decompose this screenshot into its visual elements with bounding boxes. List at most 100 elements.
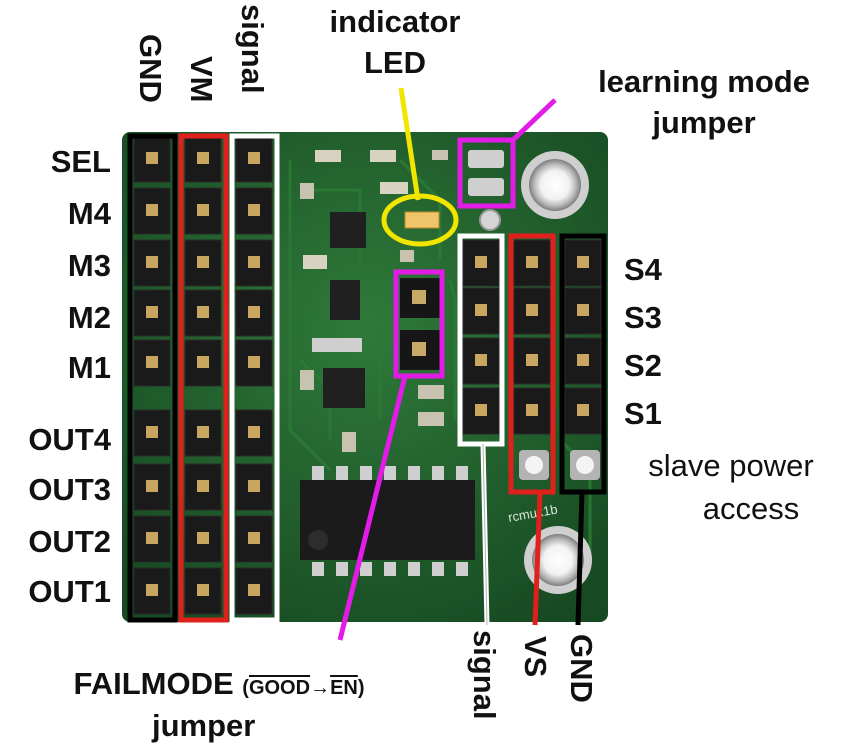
ic-leg-top-4 <box>408 466 420 480</box>
signal-leader <box>480 443 490 626</box>
ic-leg-top-2 <box>360 466 372 480</box>
label-indicator-led: indicator LED <box>300 6 490 78</box>
header-pin-left-1-4 <box>197 356 209 368</box>
header-pin-left-2-0 <box>248 152 260 164</box>
header-pin-left-1-1 <box>197 204 209 216</box>
label-slave-power-access: slave power access <box>616 450 846 524</box>
header-pin-left-2-4-housing <box>235 339 273 387</box>
label-failmode: FAILMODE (GOOD→EN) <box>4 668 434 699</box>
header-pin-left-1-2 <box>197 256 209 268</box>
learning-mode-pads <box>468 150 504 196</box>
header-pin-left-2-2-housing <box>235 239 273 287</box>
ic-leg-bottom-6 <box>456 562 468 576</box>
ic-leg-bottom-0 <box>312 562 324 576</box>
ic-leg-bottom-4 <box>408 562 420 576</box>
label-en: EN <box>330 677 358 699</box>
gnd-leader <box>575 491 585 626</box>
header-pin-left-2-3 <box>248 306 260 318</box>
ic-leg-bottom-3 <box>384 562 396 576</box>
header-pin-left-1-6 <box>197 480 209 492</box>
arrow: → <box>310 677 331 699</box>
label-failmode-formula: (GOOD→EN) <box>242 677 364 699</box>
ic-leg-bottom-5 <box>432 562 444 576</box>
header-pin-left-0-0 <box>146 152 158 164</box>
failmode-jumper-pins <box>400 278 440 370</box>
slave-power-pads <box>519 450 600 480</box>
indicator-led-chip <box>404 211 440 229</box>
header-pin-right-1-1 <box>526 304 538 316</box>
mounting-hole-top <box>521 151 589 219</box>
header-pin-right-0-3 <box>475 404 487 416</box>
paren-open: ( <box>242 677 249 699</box>
label-vm-top: VM <box>184 56 219 103</box>
header-pin-left-2-8 <box>248 584 260 596</box>
header-pin-right-1-1-housing <box>513 287 551 335</box>
label-learning-line2: jumper <box>652 105 756 140</box>
header-pin-right-2-2 <box>577 354 589 366</box>
ic-leg-bottom-1 <box>336 562 348 576</box>
led-leader <box>398 87 421 201</box>
header-pin-left-1-3 <box>197 306 209 318</box>
label-failmode-jumper: jumper <box>152 708 256 743</box>
label-learning-mode-jumper: learning mode jumper <box>558 66 850 138</box>
header-pin-left-0-6 <box>146 480 158 492</box>
label-signal-top: signal <box>235 4 270 94</box>
ic-leg-top-5 <box>432 466 444 480</box>
header-pin-left-0-8 <box>146 584 158 596</box>
label-indicator-line2: LED <box>364 45 426 80</box>
label-pin-s3: S3 <box>624 300 662 335</box>
learning-mode-box <box>457 137 516 209</box>
failmode-leader <box>337 375 408 641</box>
vm-box-left <box>178 133 229 623</box>
label-signal-bottom: signal <box>467 630 502 720</box>
header-pin-right-0-2 <box>475 354 487 366</box>
header-pin-right-2-3 <box>577 404 589 416</box>
label-pin-s2: S2 <box>624 348 662 383</box>
signal-box-left <box>229 133 280 623</box>
label-pin-m3: M3 <box>67 248 111 283</box>
header-pin-left-0-2-housing <box>133 239 171 287</box>
header-pin-left-2-2 <box>248 256 260 268</box>
learning-mode-leader <box>511 98 557 142</box>
label-slave-line1: slave power <box>648 448 814 483</box>
header-pin-left-1-8 <box>197 584 209 596</box>
header-pin-right-1-3 <box>526 404 538 416</box>
paren-close: ) <box>357 677 365 699</box>
label-indicator-line1: indicator <box>329 4 461 39</box>
via <box>479 209 501 231</box>
header-pin-left-0-3 <box>146 306 158 318</box>
header-pin-left-2-1 <box>248 204 260 216</box>
gnd-box-right <box>559 233 607 495</box>
label-pin-m1: M1 <box>67 350 111 385</box>
label-pin-m4: M4 <box>67 196 111 231</box>
header-pin-right-0-0 <box>475 256 487 268</box>
ic-leg-top-3 <box>384 466 396 480</box>
header-pin-right-1-2 <box>526 354 538 366</box>
header-pin-right-2-0 <box>577 256 589 268</box>
label-pin-out2: OUT2 <box>28 524 111 559</box>
header-pin-left-0-7 <box>146 532 158 544</box>
signal-box-right <box>457 233 505 447</box>
label-pin-sel: SEL <box>50 144 111 179</box>
header-pin-left-2-6 <box>248 480 260 492</box>
header-pin-left-1-7 <box>197 532 209 544</box>
ic-leg-top-1 <box>336 466 348 480</box>
signal-leader-outline <box>482 443 488 626</box>
header-pin-left-2-7 <box>248 532 260 544</box>
ic-leg-bottom-2 <box>360 562 372 576</box>
header-pin-left-1-0 <box>197 152 209 164</box>
gnd-box-left <box>127 133 178 623</box>
label-good: GOOD <box>248 677 311 699</box>
header-pin-left-0-5 <box>146 426 158 438</box>
ic-chip <box>300 466 475 576</box>
label-learning-line1: learning mode <box>598 64 810 99</box>
label-pin-s1: S1 <box>624 396 662 431</box>
right-header-pins <box>462 239 602 435</box>
header-pin-left-0-2 <box>146 256 158 268</box>
label-vs-bottom: VS <box>518 636 553 678</box>
led-callout-ellipse <box>381 193 459 247</box>
header-pin-right-2-1 <box>577 304 589 316</box>
header-pin-left-0-4 <box>146 356 158 368</box>
smd-components <box>300 150 448 452</box>
label-pin-m2: M2 <box>67 300 111 335</box>
